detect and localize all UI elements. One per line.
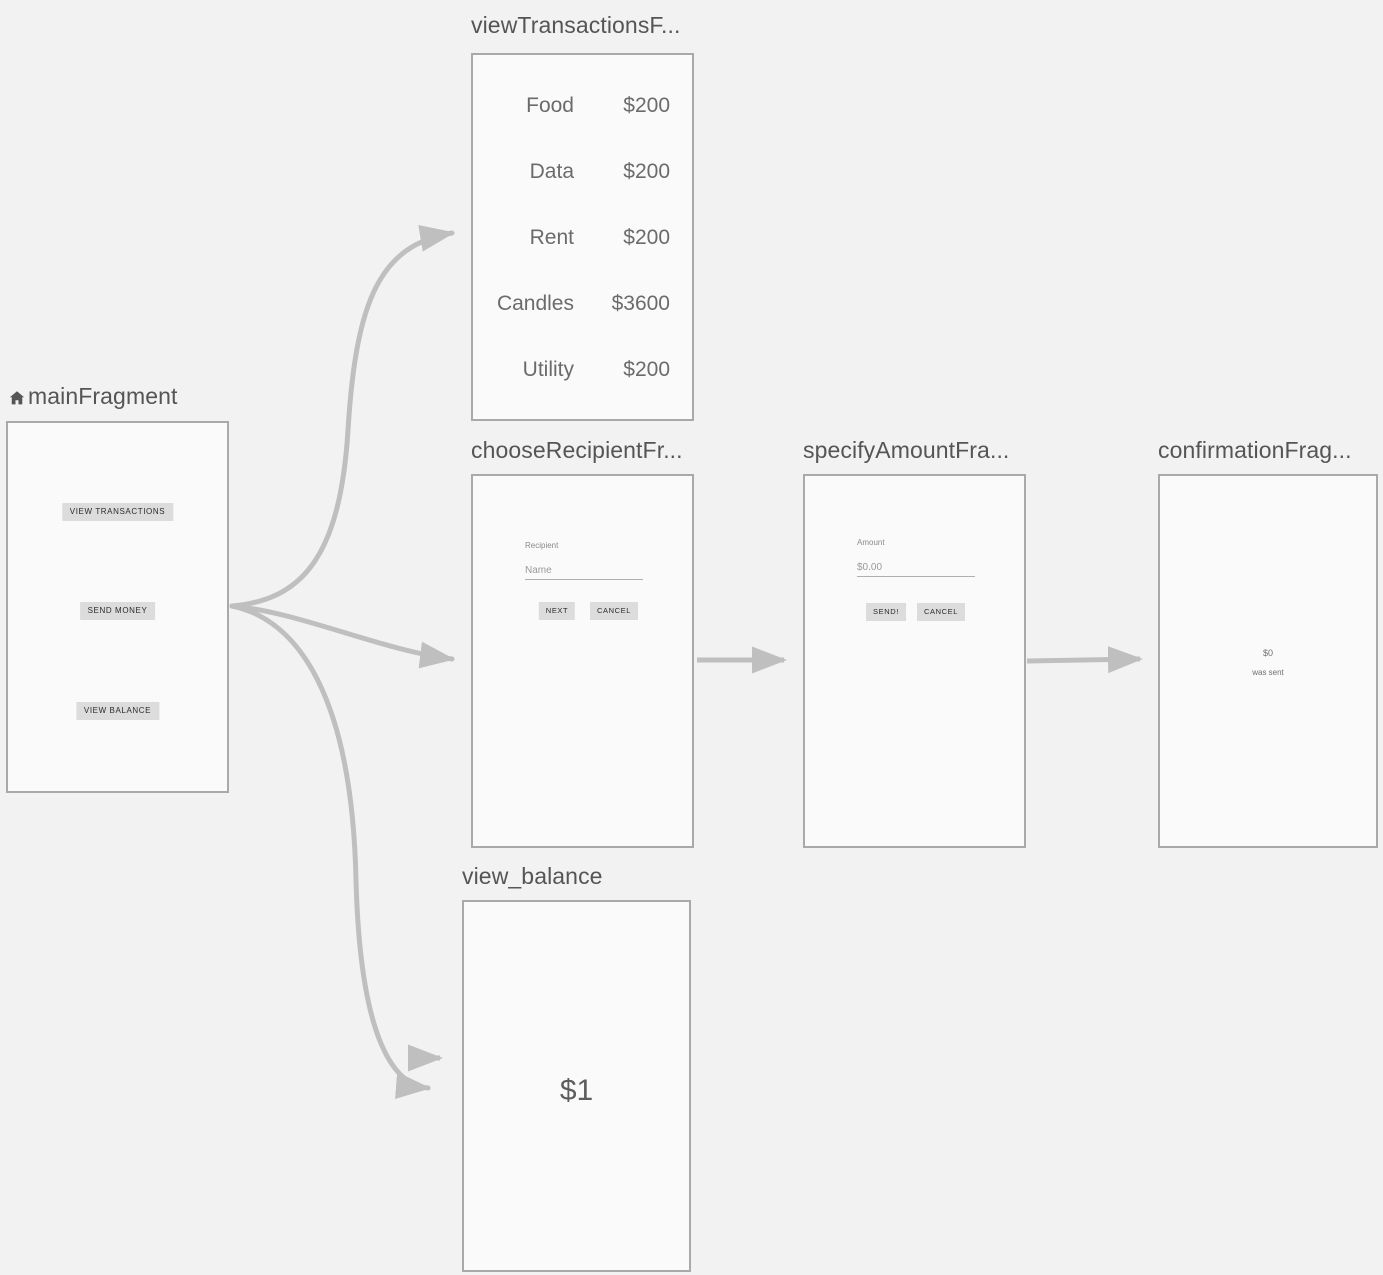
destination-box-specifyAmountFragment[interactable]: Amount $0.00 SEND! CANCEL: [803, 474, 1026, 848]
edge-main-to-viewbalance: [229, 603, 431, 1099]
destination-title-view_balance: view_balance: [462, 863, 603, 889]
destination-box-confirmationFragment[interactable]: $0 was sent $0: [1158, 474, 1378, 848]
destination-box-view_balance[interactable]: $1: [462, 900, 691, 1272]
destination-title-chooseRecipientFragment: chooseRecipientFr...: [471, 437, 683, 463]
edge-specifyamount-to-confirmation: [1026, 646, 1143, 674]
confirmation-amount-value: $0: [1262, 648, 1274, 658]
edge-main-to-chooserecipient: [229, 603, 455, 669]
balance-amount: $1: [559, 1074, 594, 1107]
amount-field-label: Amount: [857, 538, 885, 547]
transaction-name: Rent: [529, 226, 574, 249]
destination-title-viewTransactionsFragment: viewTransactionsF...: [471, 12, 681, 38]
view-transactions-button[interactable]: VIEW TRANSACTIONS: [61, 503, 174, 521]
recipient-name-input[interactable]: Name: [525, 565, 643, 580]
transaction-name: Candles: [496, 292, 574, 315]
destination-label-mainFragment: mainFragment: [28, 383, 178, 409]
send-money-button[interactable]: SEND MONEY: [79, 602, 156, 620]
home-icon: [8, 386, 26, 413]
transaction-row: Candles $3600: [473, 292, 692, 316]
transaction-row: Data $200: [473, 160, 692, 184]
transaction-amount: $200: [623, 94, 670, 117]
transaction-name: Utility: [522, 358, 574, 381]
edge-main-to-transactions: [229, 224, 455, 609]
next-button[interactable]: NEXT: [538, 602, 576, 620]
confirmation-message: was sent: [1252, 668, 1284, 677]
destination-box-chooseRecipientFragment[interactable]: Recipient Name NEXT CANCEL: [471, 474, 694, 848]
transaction-row: Utility $200: [473, 358, 692, 382]
transaction-amount: $200: [623, 160, 670, 183]
destination-title-mainFragment: mainFragment: [8, 383, 177, 413]
amount-input[interactable]: $0.00: [857, 562, 975, 577]
transaction-name: Food: [526, 94, 574, 117]
destination-title-specifyAmountFragment: specifyAmountFra...: [803, 437, 1010, 463]
transaction-name: Data: [529, 160, 574, 183]
transaction-amount: $3600: [611, 292, 670, 315]
transaction-amount: $200: [623, 358, 670, 381]
transaction-row: Food $200: [473, 94, 692, 118]
transaction-row: Rent $200: [473, 226, 692, 250]
destination-title-confirmationFragment: confirmationFrag...: [1158, 437, 1352, 463]
view-balance-button[interactable]: VIEW BALANCE: [75, 702, 160, 720]
cancel-button[interactable]: CANCEL: [589, 602, 639, 620]
send-button[interactable]: SEND!: [866, 603, 906, 621]
destination-box-viewTransactionsFragment[interactable]: Food $200 Data $200 Rent $200 Candles $3…: [471, 53, 694, 421]
recipient-field-label: Recipient: [525, 541, 559, 550]
cancel-button[interactable]: CANCEL: [916, 603, 966, 621]
transaction-amount: $200: [623, 226, 670, 249]
destination-box-mainFragment[interactable]: VIEW TRANSACTIONS SEND MONEY VIEW BALANC…: [6, 421, 229, 793]
